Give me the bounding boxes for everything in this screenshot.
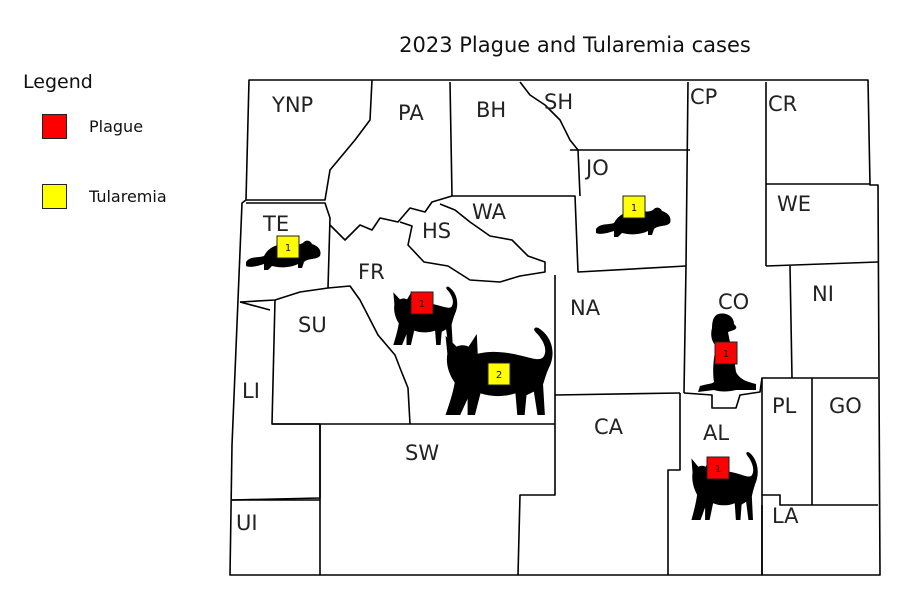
county-label-wa: WA bbox=[472, 200, 507, 224]
county-label-co: CO bbox=[718, 290, 749, 314]
case-badge-fr-tularemia: 2 bbox=[487, 362, 511, 386]
county-label-we: WE bbox=[777, 192, 811, 216]
county-label-na: NA bbox=[570, 296, 601, 320]
county-label-pl: PL bbox=[772, 394, 797, 418]
legend-label-plague: Plague bbox=[89, 117, 144, 136]
county-labels: YNP PA BH SH CP CR JO TE HS WA WE FR NA … bbox=[236, 85, 862, 535]
legend-swatch-tularemia bbox=[42, 184, 67, 209]
county-label-ui: UI bbox=[236, 511, 258, 535]
svg-text:1: 1 bbox=[715, 464, 721, 475]
county-label-al: AL bbox=[703, 421, 729, 445]
svg-text:1: 1 bbox=[419, 299, 425, 310]
svg-text:1: 1 bbox=[723, 349, 729, 360]
county-label-cr: CR bbox=[768, 92, 797, 116]
county-label-hs: HS bbox=[422, 219, 451, 243]
svg-text:2: 2 bbox=[496, 370, 502, 381]
county-label-sh: SH bbox=[544, 90, 573, 114]
legend-swatch-plague bbox=[42, 114, 67, 139]
svg-text:1: 1 bbox=[631, 203, 637, 214]
county-label-fr: FR bbox=[358, 260, 385, 284]
county-label-jo: JO bbox=[584, 156, 609, 180]
county-label-cp: CP bbox=[690, 85, 717, 109]
county-label-ynp: YNP bbox=[271, 93, 313, 117]
county-label-la: LA bbox=[772, 504, 799, 528]
county-label-ni: NI bbox=[812, 282, 834, 306]
county-label-sw: SW bbox=[405, 441, 439, 465]
svg-text:1: 1 bbox=[285, 243, 291, 254]
legend-label-tularemia: Tularemia bbox=[89, 187, 167, 206]
county-label-li: LI bbox=[242, 379, 260, 403]
legend-title: Legend bbox=[23, 71, 93, 93]
county-label-su: SU bbox=[298, 313, 327, 337]
county-label-bh: BH bbox=[476, 98, 506, 122]
county-label-go: GO bbox=[829, 394, 862, 418]
map-title: 2023 Plague and Tularemia cases bbox=[399, 33, 751, 57]
county-label-pa: PA bbox=[398, 101, 424, 125]
case-badge-fr-plague: 1 bbox=[410, 291, 434, 315]
case-badge-te-tularemia: 1 bbox=[276, 235, 300, 259]
county-label-ca: CA bbox=[594, 415, 624, 439]
case-badge-co-plague: 1 bbox=[714, 341, 738, 365]
county-boundaries bbox=[229, 79, 881, 576]
county-label-te: TE bbox=[262, 212, 289, 236]
case-badge-al-plague: 1 bbox=[706, 456, 730, 480]
case-badge-jo-tularemia: 1 bbox=[622, 195, 646, 219]
